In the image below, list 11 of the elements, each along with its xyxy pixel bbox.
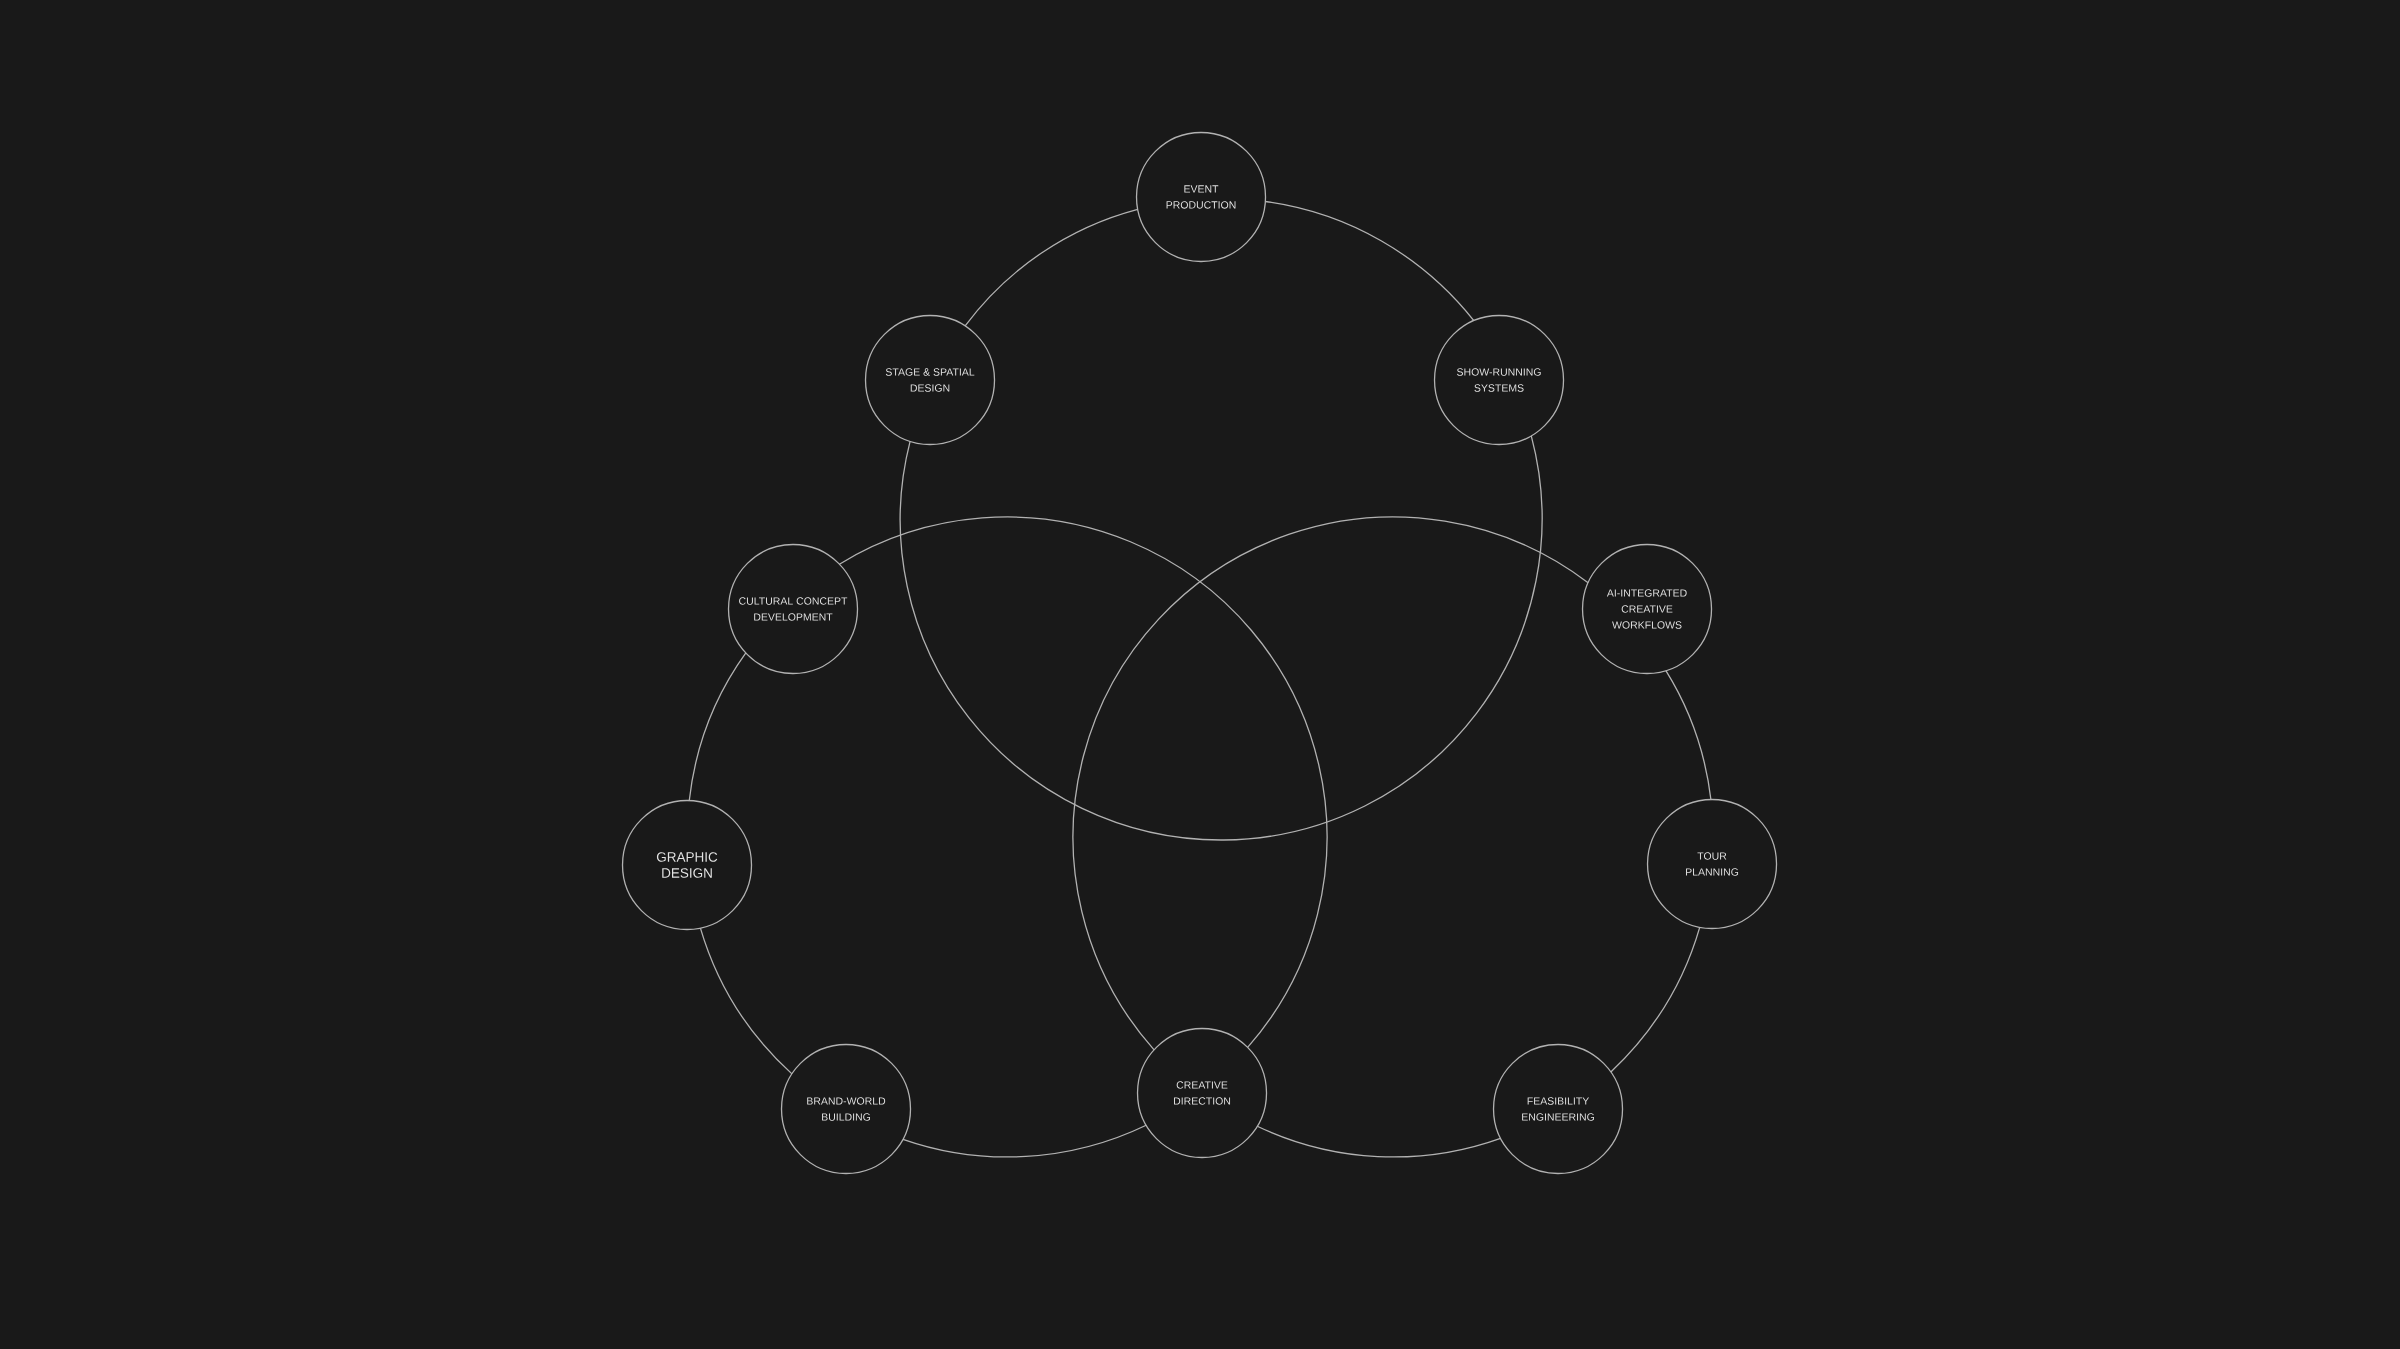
connector-arc: [1256, 1125, 1502, 1158]
connector-arc: [688, 652, 747, 802]
connector-arc: [1665, 670, 1712, 801]
connector-arc: [899, 435, 1543, 841]
connector-arc: [838, 516, 1328, 1049]
connector-arc: [964, 208, 1139, 327]
connector-arc: [1610, 926, 1701, 1073]
connector-arc: [699, 927, 793, 1075]
connector-arc: [902, 1124, 1147, 1158]
connector-arc: [1072, 516, 1589, 1051]
connector-arc: [1264, 200, 1475, 322]
